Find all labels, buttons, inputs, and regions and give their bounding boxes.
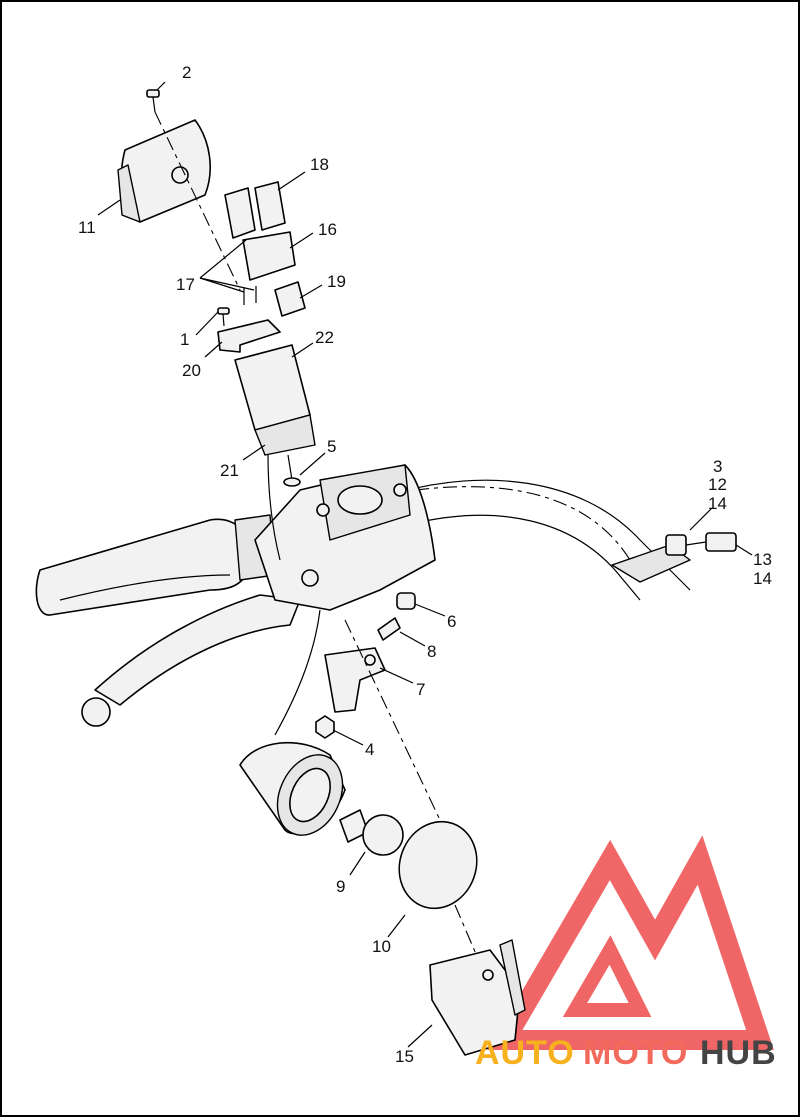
nut-6 [396, 592, 416, 610]
callout-20: 20 [182, 361, 201, 380]
callout-9: 9 [336, 877, 345, 896]
switch-body-16 [242, 231, 296, 281]
callout-11: 11 [78, 218, 96, 237]
callout-labels: 2 11 18 16 17 19 1 20 22 21 5 3 12 14 13… [78, 63, 772, 1066]
watermark-auto: AUTO [475, 1034, 575, 1072]
callout-19: 19 [327, 272, 346, 291]
turn-signal-housing [239, 741, 346, 836]
switch-housing-upper [117, 119, 211, 223]
bolt-8 [377, 617, 401, 641]
callout-21: 21 [220, 461, 239, 480]
callout-13: 13 [753, 550, 772, 569]
callout-10: 10 [372, 937, 391, 956]
leader-lines [97, 81, 753, 1048]
springs-17 [243, 286, 257, 305]
callout-6: 6 [447, 612, 456, 631]
callout-3: 3 [713, 457, 722, 476]
callout-18: 18 [310, 155, 329, 174]
callout-14-lower: 14 [753, 569, 772, 588]
callout-12: 12 [708, 475, 727, 494]
callout-22: 22 [315, 328, 334, 347]
screw-2 [146, 89, 160, 113]
callout-4: 4 [365, 740, 374, 759]
callout-1: 1 [180, 330, 189, 349]
callout-17: 17 [176, 275, 195, 294]
callout-7: 7 [416, 680, 425, 699]
watermark-text: AUTO MOTO HUB [475, 1034, 777, 1072]
watermark-logo [487, 835, 774, 1050]
watermark-moto: MOTO [583, 1034, 688, 1072]
brake-lever [81, 594, 301, 727]
switch-caps [224, 181, 286, 239]
handgrip [35, 514, 276, 616]
bracket-20 [217, 319, 281, 353]
master-cylinder [254, 464, 436, 611]
callout-14-upper: 14 [708, 494, 727, 513]
switch-housing-15 [429, 939, 526, 1056]
switch-19 [274, 281, 306, 317]
callout-15: 15 [395, 1047, 414, 1066]
lamp-wire [274, 609, 321, 736]
bulb-9 [339, 809, 404, 856]
mount-clamp [324, 647, 386, 713]
callout-8: 8 [427, 642, 436, 661]
watermark-hub: HUB [700, 1034, 777, 1072]
lens-10 [398, 820, 478, 910]
callout-2: 2 [182, 63, 191, 82]
callout-16: 16 [318, 220, 337, 239]
screw-1 [217, 307, 230, 327]
nut-4 [315, 715, 335, 739]
callout-5: 5 [327, 437, 336, 456]
connector-assembly [665, 532, 737, 556]
